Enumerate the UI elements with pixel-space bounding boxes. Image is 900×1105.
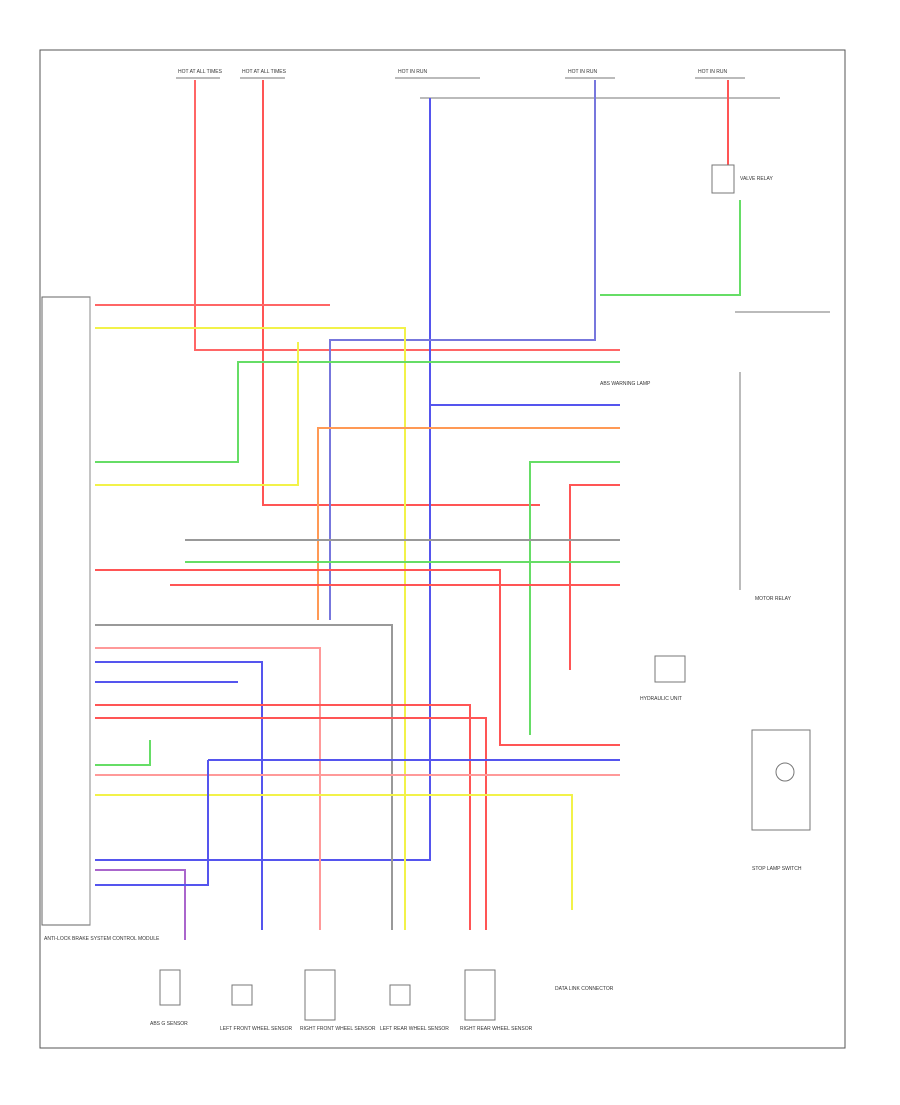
valve-relay-box	[711, 164, 735, 194]
rf-sensor-label: RIGHT FRONT WHEEL SENSOR	[300, 1026, 376, 1032]
wire-blue-feed-2	[329, 80, 596, 620]
valve-relay-label: VALVE RELAY	[740, 176, 773, 182]
fuse-label-4: HOT IN RUN	[568, 69, 597, 75]
top-fuse-labels: HOT AT ALL TIMES HOT AT ALL TIMES HOT IN…	[178, 69, 727, 75]
fuse-label-1: HOT AT ALL TIMES	[178, 69, 223, 75]
rf-sensor-box	[304, 969, 336, 1021]
hydraulic-unit-box	[654, 655, 686, 683]
g-sensor-label: ABS G SENSOR	[150, 1021, 188, 1027]
lr-sensor-label: LEFT REAR WHEEL SENSOR	[380, 1026, 449, 1032]
lf-sensor-label: LEFT FRONT WHEEL SENSOR	[220, 1026, 293, 1032]
wire-red-feed-2	[262, 80, 540, 506]
wire-green-feed	[600, 200, 741, 296]
fuse-label-5: HOT IN RUN	[698, 69, 727, 75]
wire-blue-feed	[95, 98, 431, 861]
abs-control-module: ANTI-LOCK BRAKE SYSTEM CONTROL MODULE	[41, 296, 160, 942]
bottom-sensors	[159, 969, 496, 1021]
data-link-label: DATA LINK CONNECTOR	[555, 986, 614, 992]
top-power-feeds	[176, 77, 780, 99]
right-components	[654, 164, 830, 831]
lf-sensor-box	[231, 984, 253, 1006]
stop-switch-label: STOP LAMP SWITCH	[752, 866, 802, 872]
wire-red-feed-1	[194, 80, 620, 351]
warning-lamp-label: ABS WARNING LAMP	[600, 381, 651, 387]
motor-relay-label: MOTOR RELAY	[755, 596, 792, 602]
solenoid-block	[751, 729, 811, 831]
g-sensor-box	[159, 969, 181, 1006]
rr-sensor-box	[464, 969, 496, 1021]
right-component-labels: VALVE RELAY MOTOR RELAY HYDRAULIC UNIT S…	[600, 176, 802, 872]
fuse-label-3: HOT IN RUN	[398, 69, 427, 75]
abs-module-label: ANTI-LOCK BRAKE SYSTEM CONTROL MODULE	[44, 936, 160, 942]
fuse-label-2: HOT AT ALL TIMES	[242, 69, 287, 75]
module-wires	[95, 304, 620, 940]
vertical-feed-wires	[95, 80, 741, 861]
lr-sensor-box	[389, 984, 411, 1006]
sensor-labels: ABS G SENSOR LEFT FRONT WHEEL SENSOR RIG…	[150, 986, 614, 1032]
rr-sensor-label: RIGHT REAR WHEEL SENSOR	[460, 1026, 533, 1032]
diagram-frame	[39, 49, 846, 1049]
motor-symbol	[775, 762, 795, 782]
hydraulic-unit-label: HYDRAULIC UNIT	[640, 696, 682, 702]
